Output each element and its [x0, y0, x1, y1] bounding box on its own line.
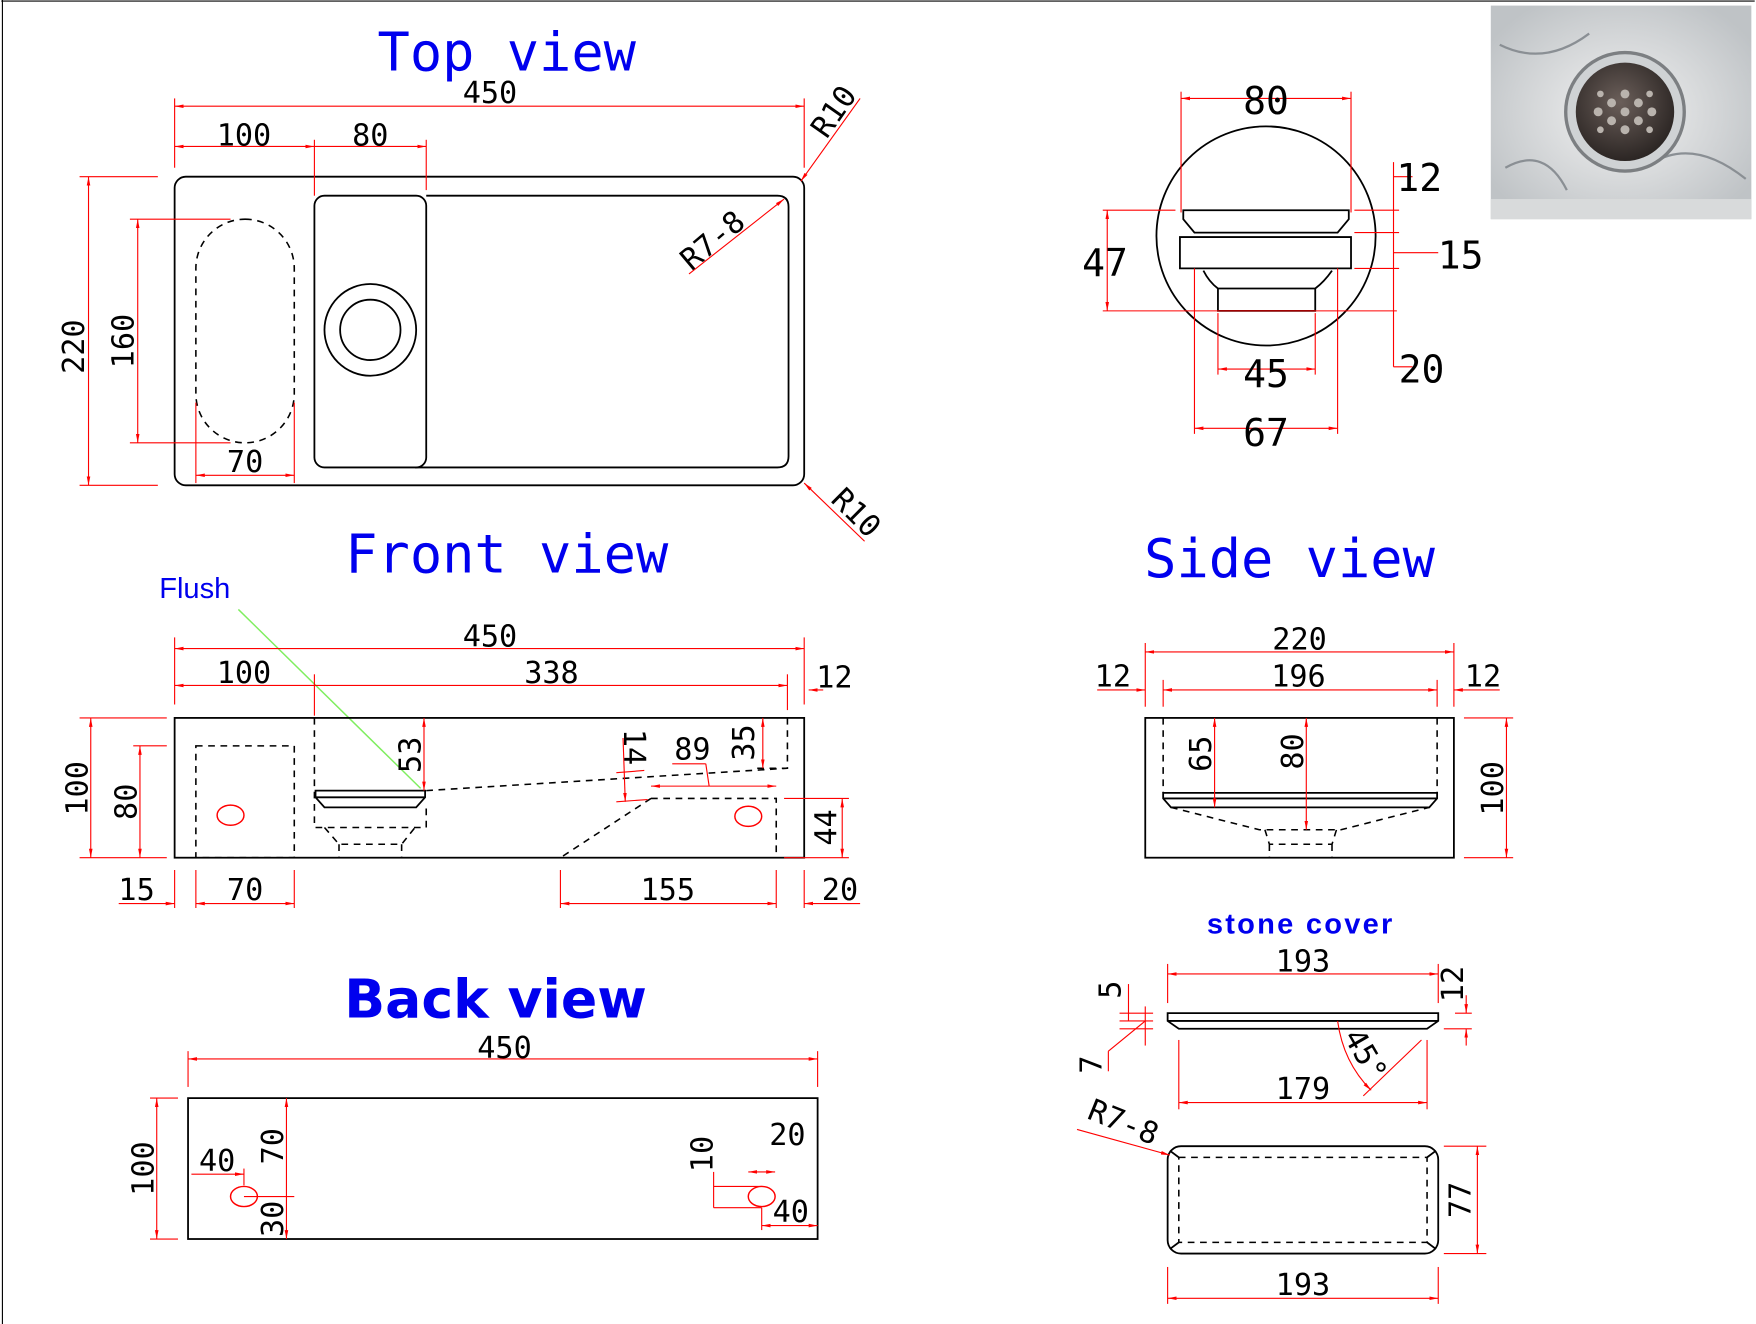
- dim-hole-h: 80: [110, 784, 145, 820]
- dim-height: 100: [60, 761, 95, 816]
- dim-base: 155: [641, 873, 696, 908]
- dim-hole-top: 70: [256, 1128, 291, 1164]
- stone-cover: stone cover 193 5 7 12 45° 179 R7-8 77 1…: [1075, 909, 1487, 1304]
- dim-width: 450: [477, 1031, 532, 1066]
- dim-width: 450: [463, 76, 518, 111]
- stone-cover-title: stone cover: [1207, 909, 1395, 941]
- dim-oval-w: 70: [227, 445, 263, 480]
- flush-label: Flush: [159, 573, 230, 605]
- overflow-oval: [195, 218, 296, 444]
- dim-hole-x: 40: [199, 1144, 235, 1179]
- dim-drop: 53: [394, 737, 429, 773]
- top-view: Top view 450 100 80 R10 220 160 70 R7-8 …: [57, 20, 887, 544]
- dim-thick-b: 7: [1075, 1055, 1110, 1073]
- dim-height: 100: [126, 1141, 161, 1196]
- back-view-title: Back view: [344, 968, 647, 1031]
- dim-right: 12: [1465, 660, 1501, 695]
- side-view-title: Side view: [1144, 527, 1435, 590]
- drain-photo: [1490, 5, 1752, 220]
- dim-depth-a: 65: [1184, 736, 1219, 772]
- side-view: Side view 220 196 12 12 65 80 100: [1095, 527, 1514, 859]
- dim-slope: 14: [616, 729, 651, 765]
- dim-right-margin: 20: [822, 873, 858, 908]
- dim-radius-bottom: R10: [824, 482, 887, 545]
- dim-left-margin: 15: [118, 873, 154, 908]
- dim-thick: 12: [1436, 966, 1471, 1002]
- dim-r-hole-top: 10: [686, 1136, 721, 1172]
- dim-radius-inner: R7-8: [674, 204, 752, 278]
- dim-width: 77: [1444, 1182, 1479, 1218]
- dim-oval-len: 160: [106, 314, 141, 369]
- drain-detail: 80 12 15 20 47 45 67: [1082, 79, 1483, 455]
- dim-basin: 80: [352, 118, 388, 153]
- dim-depth-b: 80: [1276, 733, 1311, 769]
- dim-hole-bottom: 30: [256, 1201, 291, 1237]
- back-view: Back view 450 100 40 70 30 10 20 40: [126, 968, 819, 1240]
- dim-edge: 12: [816, 661, 852, 696]
- dim-angle: 45°: [1336, 1023, 1394, 1088]
- dim-side: 44: [810, 809, 845, 845]
- dim-hole-w: 70: [227, 873, 263, 908]
- dim-drain-height: 47: [1082, 241, 1128, 285]
- dim-depth: 220: [57, 319, 92, 374]
- dim-corner: 35: [727, 724, 762, 760]
- top-view-title: Top view: [378, 20, 637, 83]
- dim-right: 338: [524, 656, 579, 691]
- dim-width: 220: [1272, 623, 1327, 658]
- dim-r-hole-x: 40: [773, 1195, 809, 1230]
- dim-radius: R7-8: [1083, 1093, 1164, 1153]
- dim-drain-lip: 12: [1396, 156, 1442, 200]
- drain-outer-icon: [323, 283, 418, 377]
- dim-inner: 196: [1271, 660, 1326, 695]
- dim-left: 100: [217, 118, 272, 153]
- dim-shelf: 89: [674, 732, 710, 767]
- dim-top-len: 193: [1276, 945, 1331, 980]
- dim-left: 100: [217, 656, 272, 691]
- dim-drain-inner: 45: [1243, 352, 1289, 396]
- front-view: Front view Flush 450 100 338 12 100 80 5…: [60, 523, 861, 908]
- dim-drain-body: 15: [1438, 233, 1484, 277]
- dim-thick-a: 5: [1094, 981, 1129, 999]
- front-view-title: Front view: [345, 523, 669, 586]
- dim-plan-len: 193: [1276, 1268, 1331, 1303]
- dim-drain-stem: 20: [1399, 347, 1445, 391]
- dim-radius-top: R10: [804, 80, 864, 145]
- dim-drain-outer: 67: [1243, 411, 1289, 455]
- dim-width: 450: [463, 619, 518, 654]
- dim-left: 12: [1095, 660, 1131, 695]
- dim-r-hole-d: 20: [769, 1118, 805, 1153]
- dim-drain-top: 80: [1243, 79, 1289, 123]
- dim-height: 100: [1476, 761, 1511, 816]
- dim-bottom-len: 179: [1276, 1072, 1331, 1107]
